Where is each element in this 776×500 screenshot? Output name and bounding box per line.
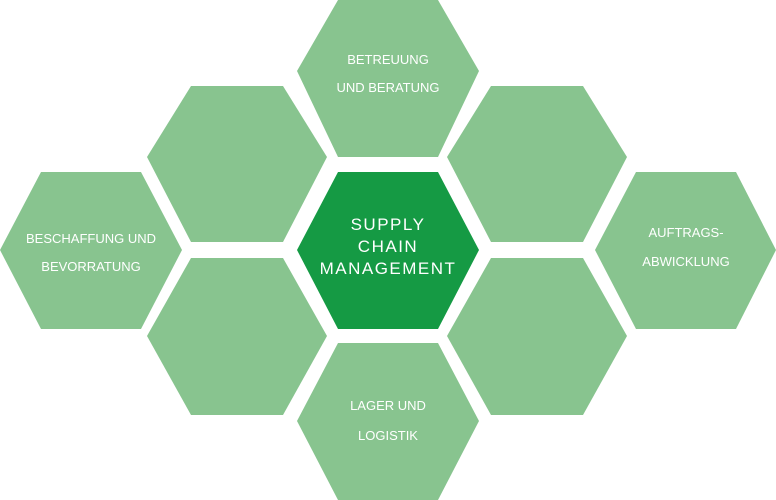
- hex-upper-left: [147, 86, 327, 242]
- hex-label-line-1: BETREUUNG: [347, 52, 429, 67]
- hex-label-line-1: BESCHAFFUNG UND: [26, 231, 156, 246]
- hex-shape: [447, 86, 627, 242]
- hex-lower-right: [447, 258, 627, 415]
- hex-label-line-1: LAGER UND: [350, 398, 426, 413]
- hex-shape-center: [297, 172, 479, 329]
- center-label-line-3: MANAGEMENT: [320, 259, 457, 278]
- hex-betreuung-und-beratung: BETREUUNG UND BERATUNG: [297, 0, 479, 157]
- hex-shape: [147, 258, 327, 415]
- hex-lower-left: [147, 258, 327, 415]
- hex-shape: [595, 172, 776, 329]
- hex-label-line-2: UND BERATUNG: [336, 80, 439, 95]
- center-label-line-2: CHAIN: [358, 237, 418, 256]
- center-label-line-1: SUPPLY: [351, 215, 426, 234]
- hex-label-line-2: ABWICKLUNG: [642, 254, 729, 269]
- hex-supply-chain-management: SUPPLY CHAIN MANAGEMENT: [297, 172, 479, 329]
- hex-shape: [0, 172, 182, 329]
- hex-label-line-1: AUFTRAGS-: [648, 225, 723, 240]
- hex-beschaffung-und-bevorratung: BESCHAFFUNG UND BEVORRATUNG: [0, 172, 182, 329]
- hex-auftragsabwicklung: AUFTRAGS- ABWICKLUNG: [595, 172, 776, 329]
- hex-shape: [147, 86, 327, 242]
- hex-shape: [297, 343, 479, 500]
- hex-upper-right: [447, 86, 627, 242]
- hex-label-line-2: BEVORRATUNG: [41, 259, 140, 274]
- hex-lager-und-logistik: LAGER UND LOGISTIK: [297, 343, 479, 500]
- hex-label-line-2: LOGISTIK: [358, 428, 418, 443]
- hex-shape: [297, 0, 479, 157]
- hex-shape: [447, 258, 627, 415]
